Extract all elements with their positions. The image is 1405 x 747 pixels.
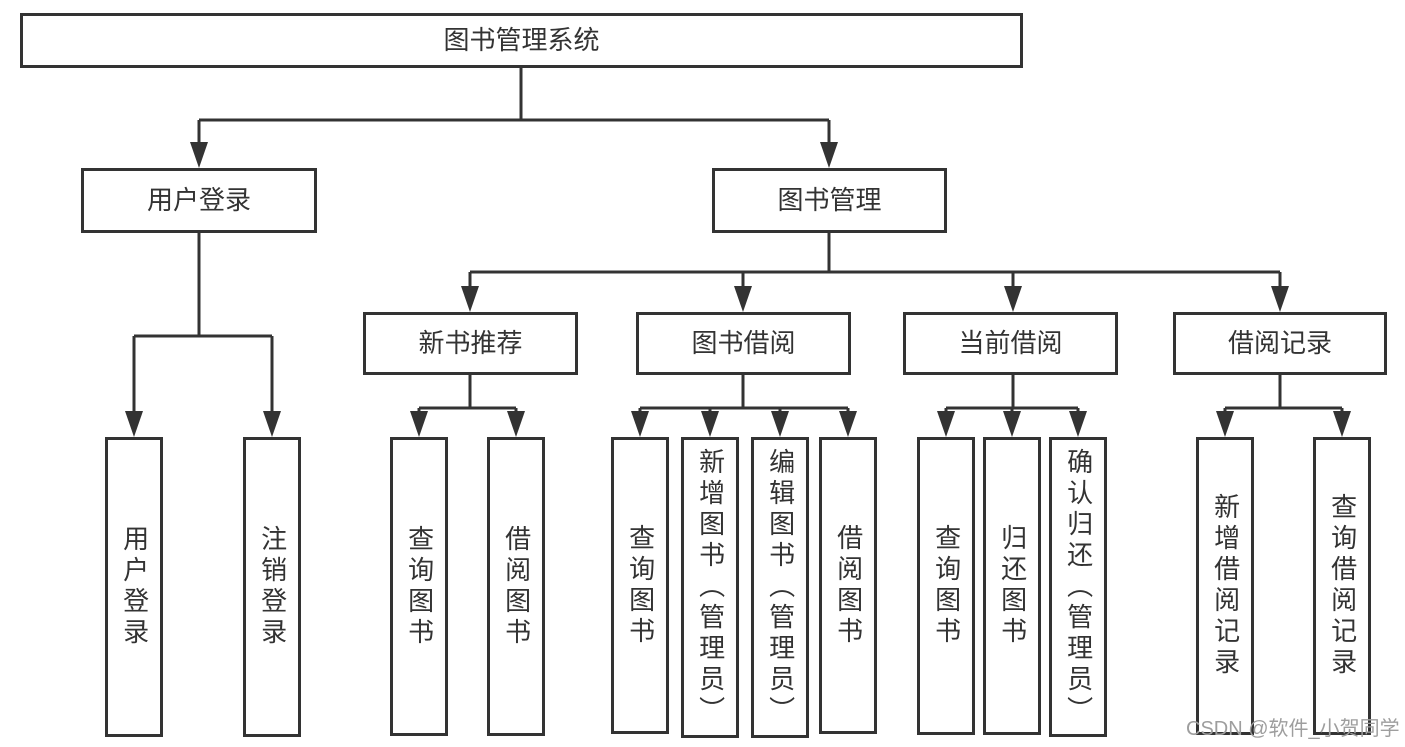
- leaf-label: 用户登录: [119, 525, 150, 649]
- node-book-mgmt: 图书管理: [712, 168, 947, 233]
- edges-new-books-to-leaves: [410, 375, 525, 437]
- leaf-current-confirm-return: 确认归还（管理员）: [1049, 437, 1107, 737]
- csdn-watermark: CSDN @软件_小贺同学: [1186, 718, 1400, 740]
- node-root: 图书管理系统: [20, 13, 1023, 68]
- arrow-down-icon: [1271, 286, 1289, 312]
- leaf-records-query: 查询借阅记录: [1313, 437, 1371, 735]
- arrow-down-icon: [937, 411, 955, 437]
- arrow-down-icon: [507, 411, 525, 437]
- leaf-newbooks-borrow: 借阅图书: [487, 437, 545, 736]
- arrow-down-icon: [1003, 411, 1021, 437]
- leaf-logout: 注销登录: [243, 437, 301, 737]
- leaf-label: 确认归还（管理员）: [1063, 447, 1094, 727]
- leaf-borrow-borrow: 借阅图书: [819, 437, 877, 734]
- edges-current-borrow-to-leaves: [937, 375, 1087, 437]
- arrow-down-icon: [1333, 411, 1351, 437]
- leaf-label: 借阅图书: [833, 523, 864, 648]
- arrow-down-icon: [461, 286, 479, 312]
- leaf-label: 编辑图书（管理员）: [765, 448, 796, 727]
- node-book-borrow: 图书借阅: [636, 312, 851, 375]
- leaf-label: 新增图书（管理员）: [695, 448, 726, 727]
- leaf-current-return: 归还图书: [983, 437, 1041, 735]
- arrow-down-icon: [190, 142, 208, 168]
- arrow-down-icon: [820, 142, 838, 168]
- leaf-borrow-edit: 编辑图书（管理员）: [751, 437, 809, 738]
- leaf-label: 查询图书: [931, 524, 962, 648]
- edges-book-mgmt-to-level3: [461, 233, 1289, 312]
- edges-book-borrow-to-leaves: [631, 375, 857, 437]
- node-user-login: 用户登录: [81, 168, 317, 233]
- edges-borrow-records-to-leaves: [1216, 375, 1351, 437]
- arrow-down-icon: [1216, 411, 1234, 437]
- leaf-current-query: 查询图书: [917, 437, 975, 735]
- leaf-borrow-query: 查询图书: [611, 437, 669, 734]
- leaf-newbooks-query: 查询图书: [390, 437, 448, 736]
- leaf-label: 借阅图书: [501, 524, 532, 649]
- node-current-borrow: 当前借阅: [903, 312, 1118, 375]
- arrow-down-icon: [631, 411, 649, 437]
- arrow-down-icon: [771, 411, 789, 437]
- leaf-borrow-add: 新增图书（管理员）: [681, 437, 739, 738]
- edges-user-login-to-leaves: [125, 233, 281, 437]
- leaf-label: 新增借阅记录: [1210, 493, 1241, 679]
- node-borrow-records: 借阅记录: [1173, 312, 1387, 375]
- arrow-down-icon: [734, 286, 752, 312]
- leaf-label: 查询图书: [625, 523, 656, 648]
- arrow-down-icon: [839, 411, 857, 437]
- node-new-books: 新书推荐: [363, 312, 578, 375]
- leaf-user-login: 用户登录: [105, 437, 163, 737]
- leaf-label: 查询图书: [404, 524, 435, 649]
- arrow-down-icon: [701, 411, 719, 437]
- arrow-down-icon: [410, 411, 428, 437]
- leaf-label: 注销登录: [257, 525, 288, 649]
- arrow-down-icon: [1004, 286, 1022, 312]
- arrow-down-icon: [125, 411, 143, 437]
- arrow-down-icon: [263, 411, 281, 437]
- leaf-records-add: 新增借阅记录: [1196, 437, 1254, 735]
- edges-root-to-level2: [190, 68, 838, 168]
- arrow-down-icon: [1069, 411, 1087, 437]
- leaf-label: 查询借阅记录: [1327, 493, 1358, 679]
- leaf-label: 归还图书: [997, 524, 1028, 648]
